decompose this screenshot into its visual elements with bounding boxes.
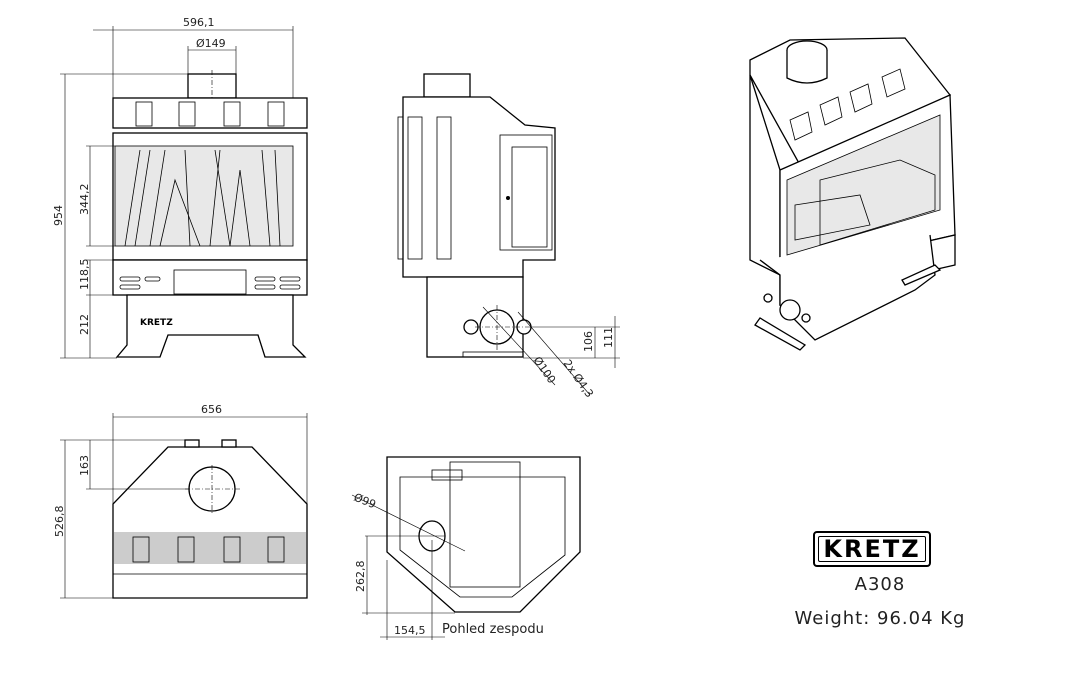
- dim-top-width: 656: [201, 403, 222, 416]
- dim-111: 111: [602, 327, 615, 348]
- dim-flue: Ø149: [196, 37, 226, 50]
- model-name: A308: [854, 574, 906, 595]
- brand-logo-text: KRETZ: [823, 535, 921, 563]
- top-view: 656 526,8 163: [53, 403, 308, 599]
- isometric-view: [749, 37, 956, 351]
- dim-top-depth: 526,8: [53, 506, 66, 538]
- front-view: KRETZ 596,1 Ø149 954 344,2 118,5 212: [52, 16, 308, 359]
- base-legs: [115, 294, 307, 358]
- top-panel: [112, 97, 308, 129]
- dim-height: 954: [52, 205, 65, 226]
- dim-106: 106: [582, 331, 595, 352]
- lower-panel: [112, 259, 308, 296]
- dim-small-holes: 2x Ø4,3: [561, 357, 596, 400]
- bottom-view: Ø99 262,8 154,5 Pohled zespodu: [351, 456, 581, 640]
- bottom-view-caption: Pohled zespodu: [442, 622, 544, 637]
- dim-side-hole: Ø100: [531, 354, 559, 386]
- dim-panel: 118,5: [78, 259, 91, 291]
- dim-offset-x: 154,5: [394, 624, 426, 637]
- glass: [114, 145, 294, 247]
- dim-offset-y: 262,8: [354, 561, 367, 593]
- weight-label: Weight: 96.04 Kg: [794, 608, 966, 629]
- bottom-outline: [386, 456, 581, 613]
- base-logo: KRETZ: [140, 318, 173, 328]
- side-flue: [423, 73, 471, 98]
- dim-bottom-hole: Ø99: [352, 491, 378, 512]
- dim-flue-offset: 163: [78, 455, 91, 476]
- dim-glass: 344,2: [78, 184, 91, 216]
- side-view: Ø100 2x Ø4,3 106 111: [397, 73, 620, 400]
- dim-width: 596,1: [183, 16, 215, 29]
- air-control: [173, 269, 247, 295]
- brand-logo: KRETZ: [813, 531, 931, 567]
- dim-base: 212: [78, 314, 91, 335]
